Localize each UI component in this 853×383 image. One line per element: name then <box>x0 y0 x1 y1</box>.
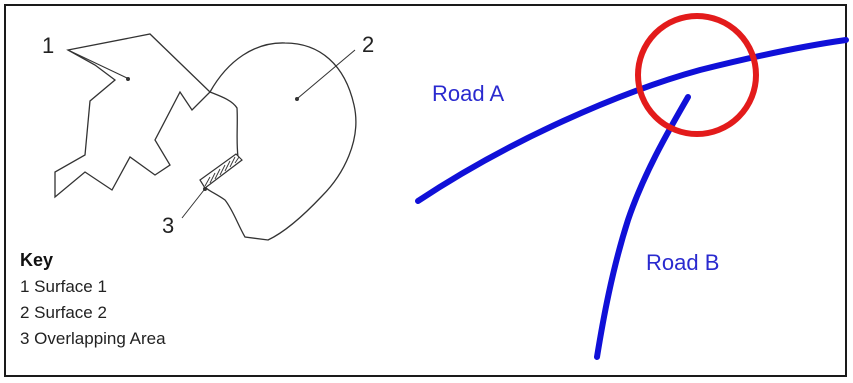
roads-diagram: Road A Road B <box>415 13 849 360</box>
road-b-label: Road B <box>646 250 719 275</box>
surface-1-shape <box>54 33 211 199</box>
road-b-line <box>594 94 691 360</box>
key-title: Key <box>20 250 53 270</box>
overlap-area <box>199 153 243 189</box>
road-a-line <box>415 37 849 204</box>
callout-3-leader <box>181 189 205 219</box>
callout-2-dot <box>295 97 299 101</box>
key-item-3: 3 Overlapping Area <box>20 329 166 348</box>
callout-1-dot <box>126 77 130 81</box>
callout-3-label: 3 <box>162 213 174 238</box>
callout-2-label: 2 <box>362 32 374 57</box>
callout-1-leader <box>67 49 128 79</box>
key-item-1: 1 Surface 1 <box>20 277 107 296</box>
intersection-circle <box>635 13 759 137</box>
callout-2-leader <box>297 49 356 99</box>
road-a-label: Road A <box>432 81 504 106</box>
key-item-2: 2 Surface 2 <box>20 303 107 322</box>
surfaces-diagram: 1 2 3 Key 1 Surface 1 2 Surface 2 3 Over… <box>20 32 374 348</box>
callout-3-dot <box>203 187 207 191</box>
callout-1-label: 1 <box>42 33 54 58</box>
surface-2-shape <box>203 42 357 241</box>
